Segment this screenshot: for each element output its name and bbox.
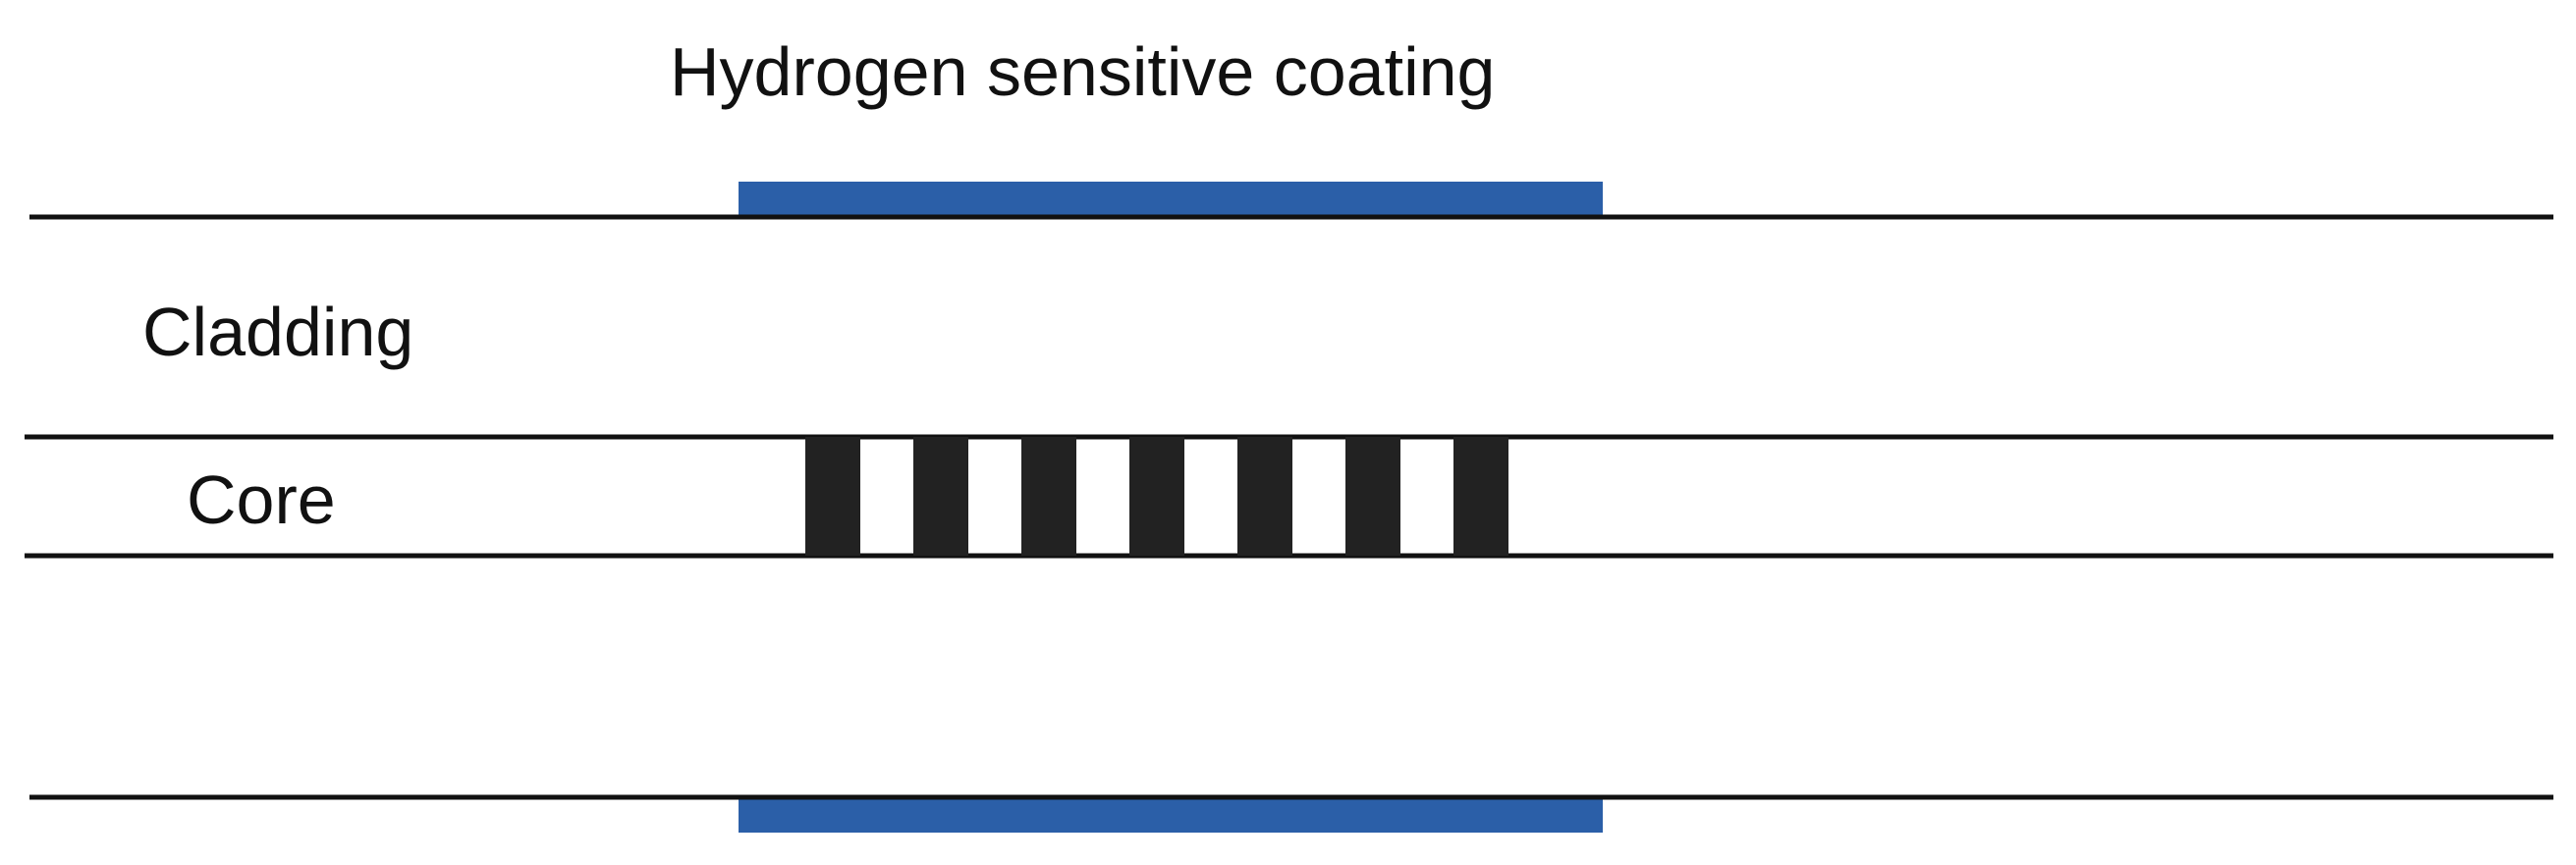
coating-layer-top <box>739 182 1603 217</box>
grating-bar <box>1237 437 1292 556</box>
grating-bar <box>1021 437 1076 556</box>
core-label: Core <box>187 461 336 538</box>
grating-bar <box>1453 437 1508 556</box>
grating-bar <box>805 437 860 556</box>
coating-label: Hydrogen sensitive coating <box>670 33 1496 110</box>
coating-layer-bottom <box>739 797 1603 833</box>
grating-bar <box>1129 437 1184 556</box>
grating-bar <box>913 437 968 556</box>
bragg-grating <box>805 437 1508 556</box>
grating-bar <box>1345 437 1400 556</box>
cladding-label: Cladding <box>142 294 414 370</box>
